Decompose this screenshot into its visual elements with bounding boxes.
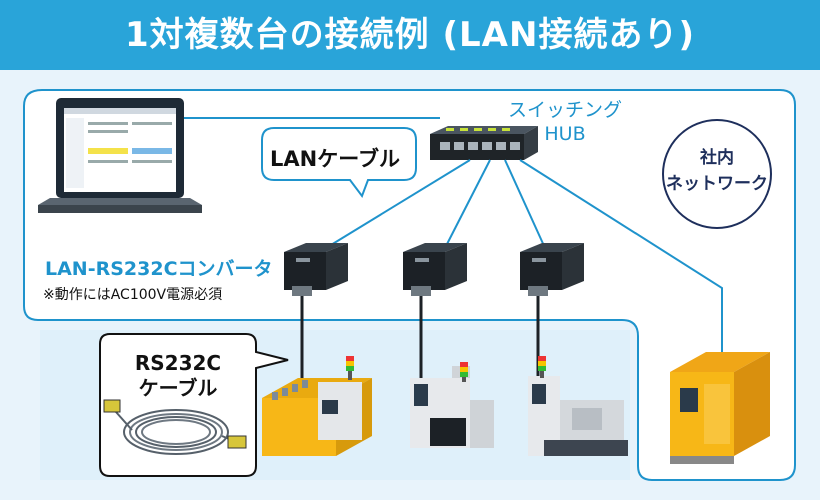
hub-converter2-line	[444, 159, 491, 249]
laptop-icon	[38, 98, 202, 213]
db9-connector-left	[103, 399, 121, 413]
converter-2-icon	[403, 243, 467, 296]
converter-label: LAN-RS232Cコンバータ	[45, 258, 273, 280]
page-title: 1対複数台の接続例 (LAN接続あり)	[124, 15, 695, 55]
db9-connector-right	[227, 435, 247, 449]
machine-1-icon	[262, 356, 372, 456]
lan-cable-callout	[261, 127, 417, 199]
machine-2-icon	[410, 362, 494, 448]
rs232c-cable-label: RS232C ケーブル	[134, 351, 222, 400]
company-network-circle	[662, 119, 772, 229]
hub-machine4-line	[519, 159, 723, 360]
rs232c-cable-callout	[99, 333, 289, 477]
switching-hub-icon	[430, 126, 538, 160]
lan-cable-label: LANケーブル	[270, 147, 400, 171]
machine-3-icon	[528, 356, 628, 456]
switching-hub-label: スイッチング HUB	[507, 99, 622, 145]
converter-3-icon	[520, 243, 584, 296]
converter-note: ※動作にはAC100V電源必須	[43, 287, 223, 303]
converter-1-icon	[284, 243, 348, 296]
machine-4-icon	[670, 352, 770, 464]
hub-converter1-line	[325, 159, 471, 249]
title-banner	[0, 0, 820, 70]
company-network-label: 社内 ネットワーク	[666, 148, 768, 194]
hub-converter3-line	[504, 159, 546, 249]
